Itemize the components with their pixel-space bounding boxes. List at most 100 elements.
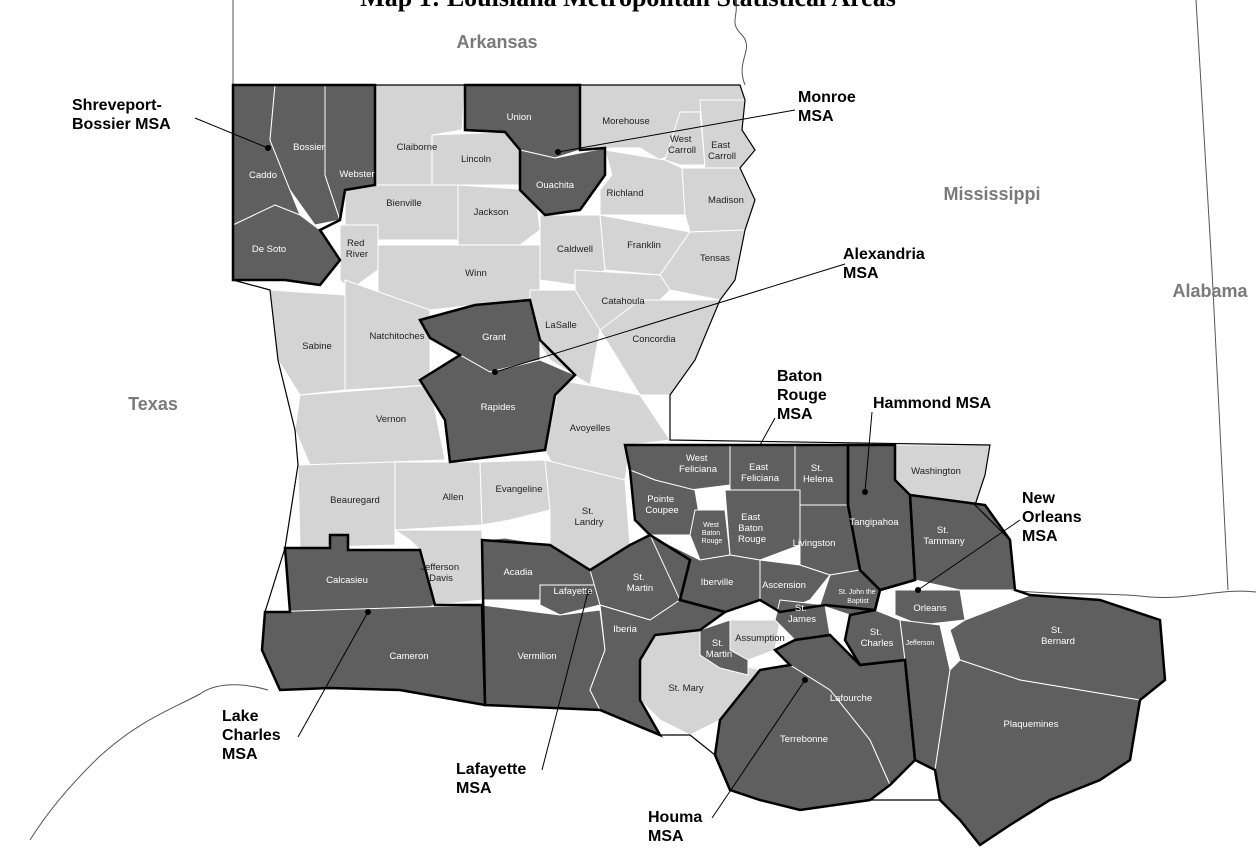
shreveport-outline xyxy=(231,83,377,287)
label-st-tammany: St. Tammany xyxy=(923,525,964,547)
msa-label-new-orleans-line1: New xyxy=(1022,490,1055,507)
label-union: Union xyxy=(507,112,532,123)
msa-label-baton-rouge-line3: MSA xyxy=(777,406,813,423)
parish-red-river xyxy=(339,224,379,291)
label-east-baton-rouge-1: East xyxy=(741,512,760,523)
msa-label-shreveport: Shreveport- Bossier MSA xyxy=(72,97,171,133)
label-st-helena-1: St. xyxy=(811,463,823,474)
label-bienville: Bienville xyxy=(386,198,421,209)
label-jefferson-davis-1: Jefferson xyxy=(420,562,459,573)
label-st-mary: St. Mary xyxy=(668,683,704,694)
monroe-outline xyxy=(463,83,607,217)
label-iberville: Iberville xyxy=(701,577,734,588)
label-assumption: Assumption xyxy=(735,633,785,644)
label-de-soto: De Soto xyxy=(252,244,286,255)
parish-east-baton-rouge xyxy=(724,489,801,561)
label-west-feliciana-1: West xyxy=(686,453,708,464)
state-label-alabama: Alabama xyxy=(1172,281,1248,301)
label-tangipahoa: Tangipahoa xyxy=(849,517,899,528)
msa-label-baton-rouge-line2: Rouge xyxy=(777,387,827,404)
label-st-john: St. John the Baptist xyxy=(838,589,877,605)
texas-coast xyxy=(29,684,269,841)
label-madison: Madison xyxy=(708,195,744,206)
label-west-feliciana: West Feliciana xyxy=(679,453,718,475)
label-east-baton-rouge: East Baton Rouge xyxy=(738,512,766,545)
label-red-river-1: Red xyxy=(347,238,364,249)
parish-orleans xyxy=(894,589,966,626)
label-st-james: St. James xyxy=(788,603,816,625)
label-lincoln: Lincoln xyxy=(461,154,491,165)
leader-lake-charles xyxy=(297,611,369,738)
label-cameron: Cameron xyxy=(389,651,428,662)
parish-labels: Caddo Bossier Webster Claiborne Union Mo… xyxy=(249,112,1075,745)
label-winn: Winn xyxy=(465,268,487,279)
label-st-tammany-1: St. xyxy=(937,525,949,536)
leader-dot-monroe xyxy=(555,149,561,155)
label-st-landry-1: St. xyxy=(582,506,594,517)
leader-dot-new-orleans xyxy=(915,587,921,593)
leader-hammond xyxy=(864,411,873,493)
leader-dot-lake-charles xyxy=(365,609,371,615)
leader-dot-hammond xyxy=(862,489,868,495)
leader-dot-shreveport xyxy=(265,145,271,151)
leader-lafayette xyxy=(541,591,589,771)
msa-label-lake-charles-line2: Charles xyxy=(222,727,281,744)
label-st-landry: St. Landry xyxy=(574,506,603,528)
label-ascension: Ascension xyxy=(762,580,806,591)
label-st-landry-2: Landry xyxy=(574,517,603,528)
non-msa-parishes xyxy=(269,84,991,736)
msa-label-lafayette-line1: Lafayette xyxy=(456,761,526,778)
label-vernon: Vernon xyxy=(376,414,406,425)
label-st-helena: St. Helena xyxy=(803,463,834,485)
label-st-martin-north-1: St. xyxy=(633,572,645,583)
label-caldwell: Caldwell xyxy=(557,244,593,255)
msa-label-lafayette-line2: MSA xyxy=(456,780,492,797)
parish-lafayette xyxy=(539,584,601,616)
label-west-carroll-2: Carroll xyxy=(668,145,696,156)
leader-dot-houma xyxy=(802,677,808,683)
label-st-bernard: St. Bernard xyxy=(1041,625,1075,647)
msa-label-monroe: Monroe MSA xyxy=(798,89,860,125)
label-sabine: Sabine xyxy=(302,341,332,352)
label-plaquemines: Plaquemines xyxy=(1004,719,1059,730)
label-lasalle: LaSalle xyxy=(545,320,577,331)
msa-label-new-orleans-line2: Orleans xyxy=(1022,509,1082,526)
msa-label-baton-rouge-line1: Baton xyxy=(777,368,822,385)
msa-label-monroe-line2: MSA xyxy=(798,108,834,125)
msa-label-houma-line1: Houma xyxy=(648,809,702,826)
label-concordia: Concordia xyxy=(632,334,676,345)
label-grant: Grant xyxy=(482,332,506,343)
label-st-bernard-1: St. xyxy=(1051,625,1063,636)
msa-label-alexandria-line2: MSA xyxy=(843,265,879,282)
leader-baton-rouge xyxy=(759,417,776,446)
parish-allen xyxy=(394,461,483,531)
label-lafayette: Lafayette xyxy=(553,586,592,597)
parish-natchitoches xyxy=(344,279,431,391)
mississippi-river-north xyxy=(734,0,747,86)
label-natchitoches: Natchitoches xyxy=(370,331,425,342)
label-claiborne: Claiborne xyxy=(397,142,438,153)
msa-label-lake-charles-line1: Lake xyxy=(222,708,259,725)
label-east-carroll-1: East xyxy=(711,140,730,151)
label-livingston: Livingston xyxy=(793,538,836,549)
label-caddo: Caddo xyxy=(249,170,277,181)
msa-label-shreveport-line2: Bossier MSA xyxy=(72,116,171,133)
label-pointe-coupee: Pointe Coupee xyxy=(645,494,678,516)
label-st-martin-north-2: Martin xyxy=(627,583,653,594)
label-west-baton-rouge-1: West xyxy=(703,522,719,529)
parish-st-martin-south xyxy=(699,619,749,676)
map-title: Map 1: Louisiana Metropolitan Statistica… xyxy=(360,0,896,12)
msa-label-lake-charles: Lake Charles MSA xyxy=(222,708,285,763)
label-east-feliciana: East Feliciana xyxy=(741,462,780,484)
label-east-baton-rouge-2: Baton xyxy=(738,523,763,534)
label-iberia: Iberia xyxy=(613,624,637,635)
label-vermilion: Vermilion xyxy=(517,651,556,662)
label-east-carroll-2: Carroll xyxy=(708,151,736,162)
leader-new-orleans xyxy=(917,519,1021,591)
msa-label-new-orleans-line3: MSA xyxy=(1022,528,1058,545)
label-rapides: Rapides xyxy=(481,402,516,413)
leader-dot-lafayette xyxy=(585,589,591,595)
msa-label-alexandria-line1: Alexandria xyxy=(843,246,925,263)
leader-dot-alexandria xyxy=(492,369,498,375)
